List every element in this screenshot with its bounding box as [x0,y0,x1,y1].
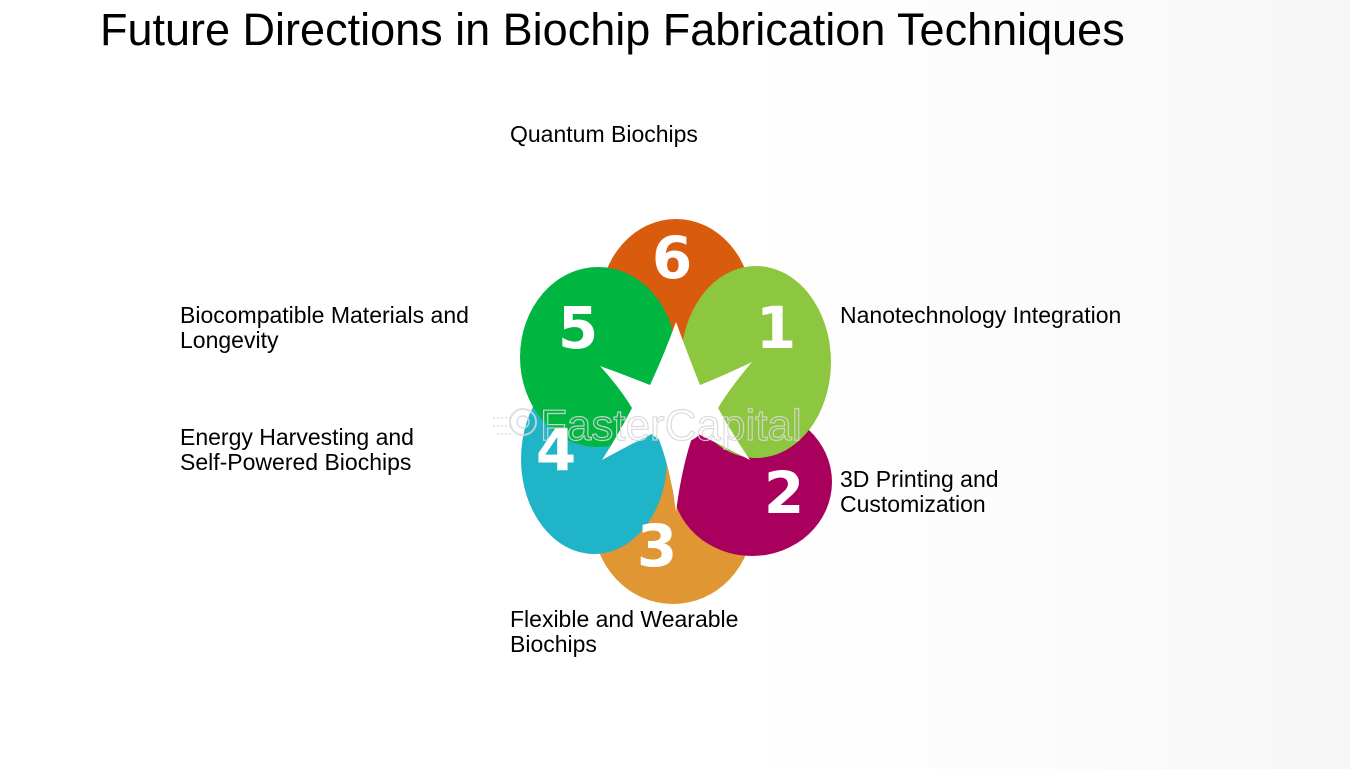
watermark-text: FasterCapital [540,401,802,450]
petal-number-2: 2 [764,459,804,527]
petal-number-5: 5 [558,294,598,362]
page-title: Future Directions in Biochip Fabrication… [100,4,1125,55]
petal-number-6: 6 [652,224,692,292]
label-3d-printing: 3D Printing and Customization [840,466,999,517]
label-energy-harvesting: Energy Harvesting and Self-Powered Bioch… [180,424,414,475]
label-biocompatible-materials: Biocompatible Materials and Longevity [180,302,469,353]
label-flexible-wearable: Flexible and Wearable Biochips [510,606,739,657]
petal-number-3: 3 [637,512,677,580]
label-nanotechnology-integration: Nanotechnology Integration [840,302,1122,328]
petal-number-4: 4 [536,416,576,484]
center-hub [642,376,710,444]
watermark-logo [493,408,537,436]
petal-number-1: 1 [756,294,796,362]
label-quantum-biochips: Quantum Biochips [510,121,698,147]
